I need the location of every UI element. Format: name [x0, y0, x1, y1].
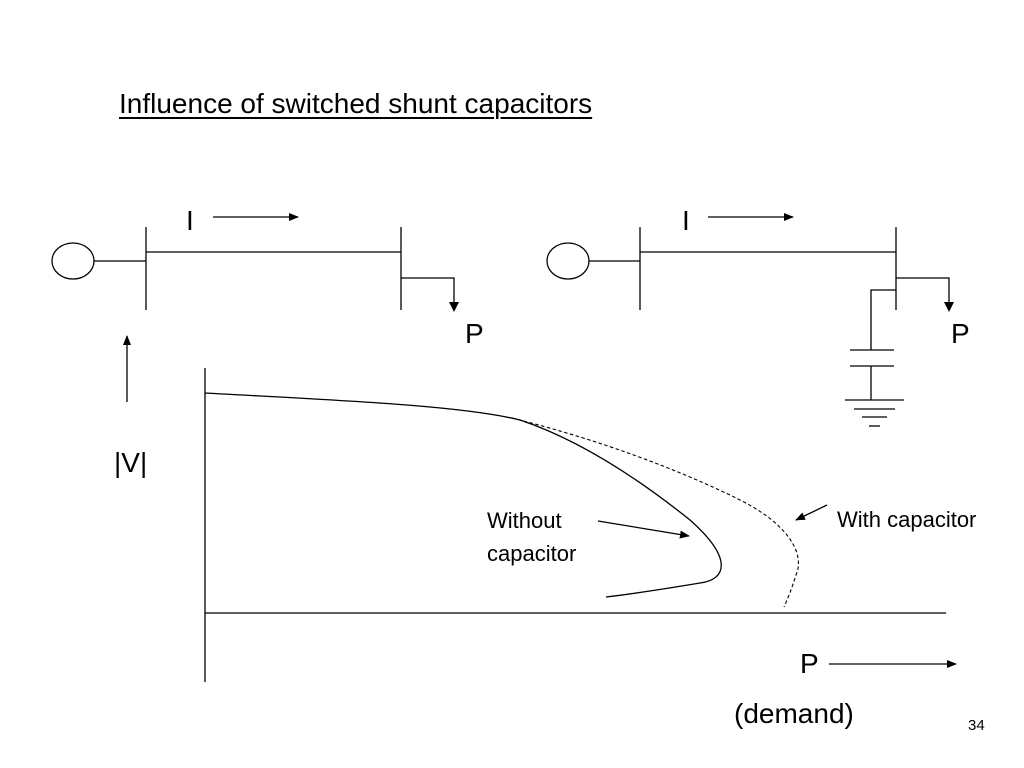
load-arrow-right: [944, 302, 954, 312]
curve-without-capacitor-label-line2: capacitor: [487, 541, 577, 566]
page-number: 34: [968, 717, 985, 734]
ground-icon: [845, 399, 904, 427]
y-axis-label: |V|: [114, 447, 148, 478]
x-axis-sublabel: (demand): [734, 698, 854, 729]
curve-without-capacitor-label-line1: Without: [487, 508, 562, 533]
load-label-right: P: [951, 318, 970, 349]
curve-with-capacitor-label: With capacitor: [837, 507, 977, 532]
load-connection-right: [896, 277, 950, 304]
load-label-left: P: [465, 318, 484, 349]
current-label-right: I: [682, 205, 690, 236]
curve-without-capacitor-label: Without capacitor: [487, 504, 576, 570]
capacitor-connection: [870, 289, 896, 350]
pv-plot: [123, 335, 957, 682]
pointer-with-capacitor: [795, 504, 828, 521]
right-circuit: [546, 213, 954, 427]
x-axis-label: P: [800, 648, 819, 679]
load-arrow-left: [449, 302, 459, 312]
generator-symbol-right: [546, 242, 590, 280]
curve-without-capacitor: [204, 392, 722, 598]
load-connection-left: [401, 277, 455, 304]
pointer-without-capacitor: [597, 520, 690, 539]
generator-symbol-left: [51, 242, 95, 280]
left-circuit: [51, 213, 459, 312]
shunt-capacitor: [850, 289, 896, 400]
slide-title: Influence of switched shunt capacitors: [119, 88, 593, 119]
current-label-left: I: [186, 205, 194, 236]
curve-with-capacitor: [511, 417, 800, 608]
